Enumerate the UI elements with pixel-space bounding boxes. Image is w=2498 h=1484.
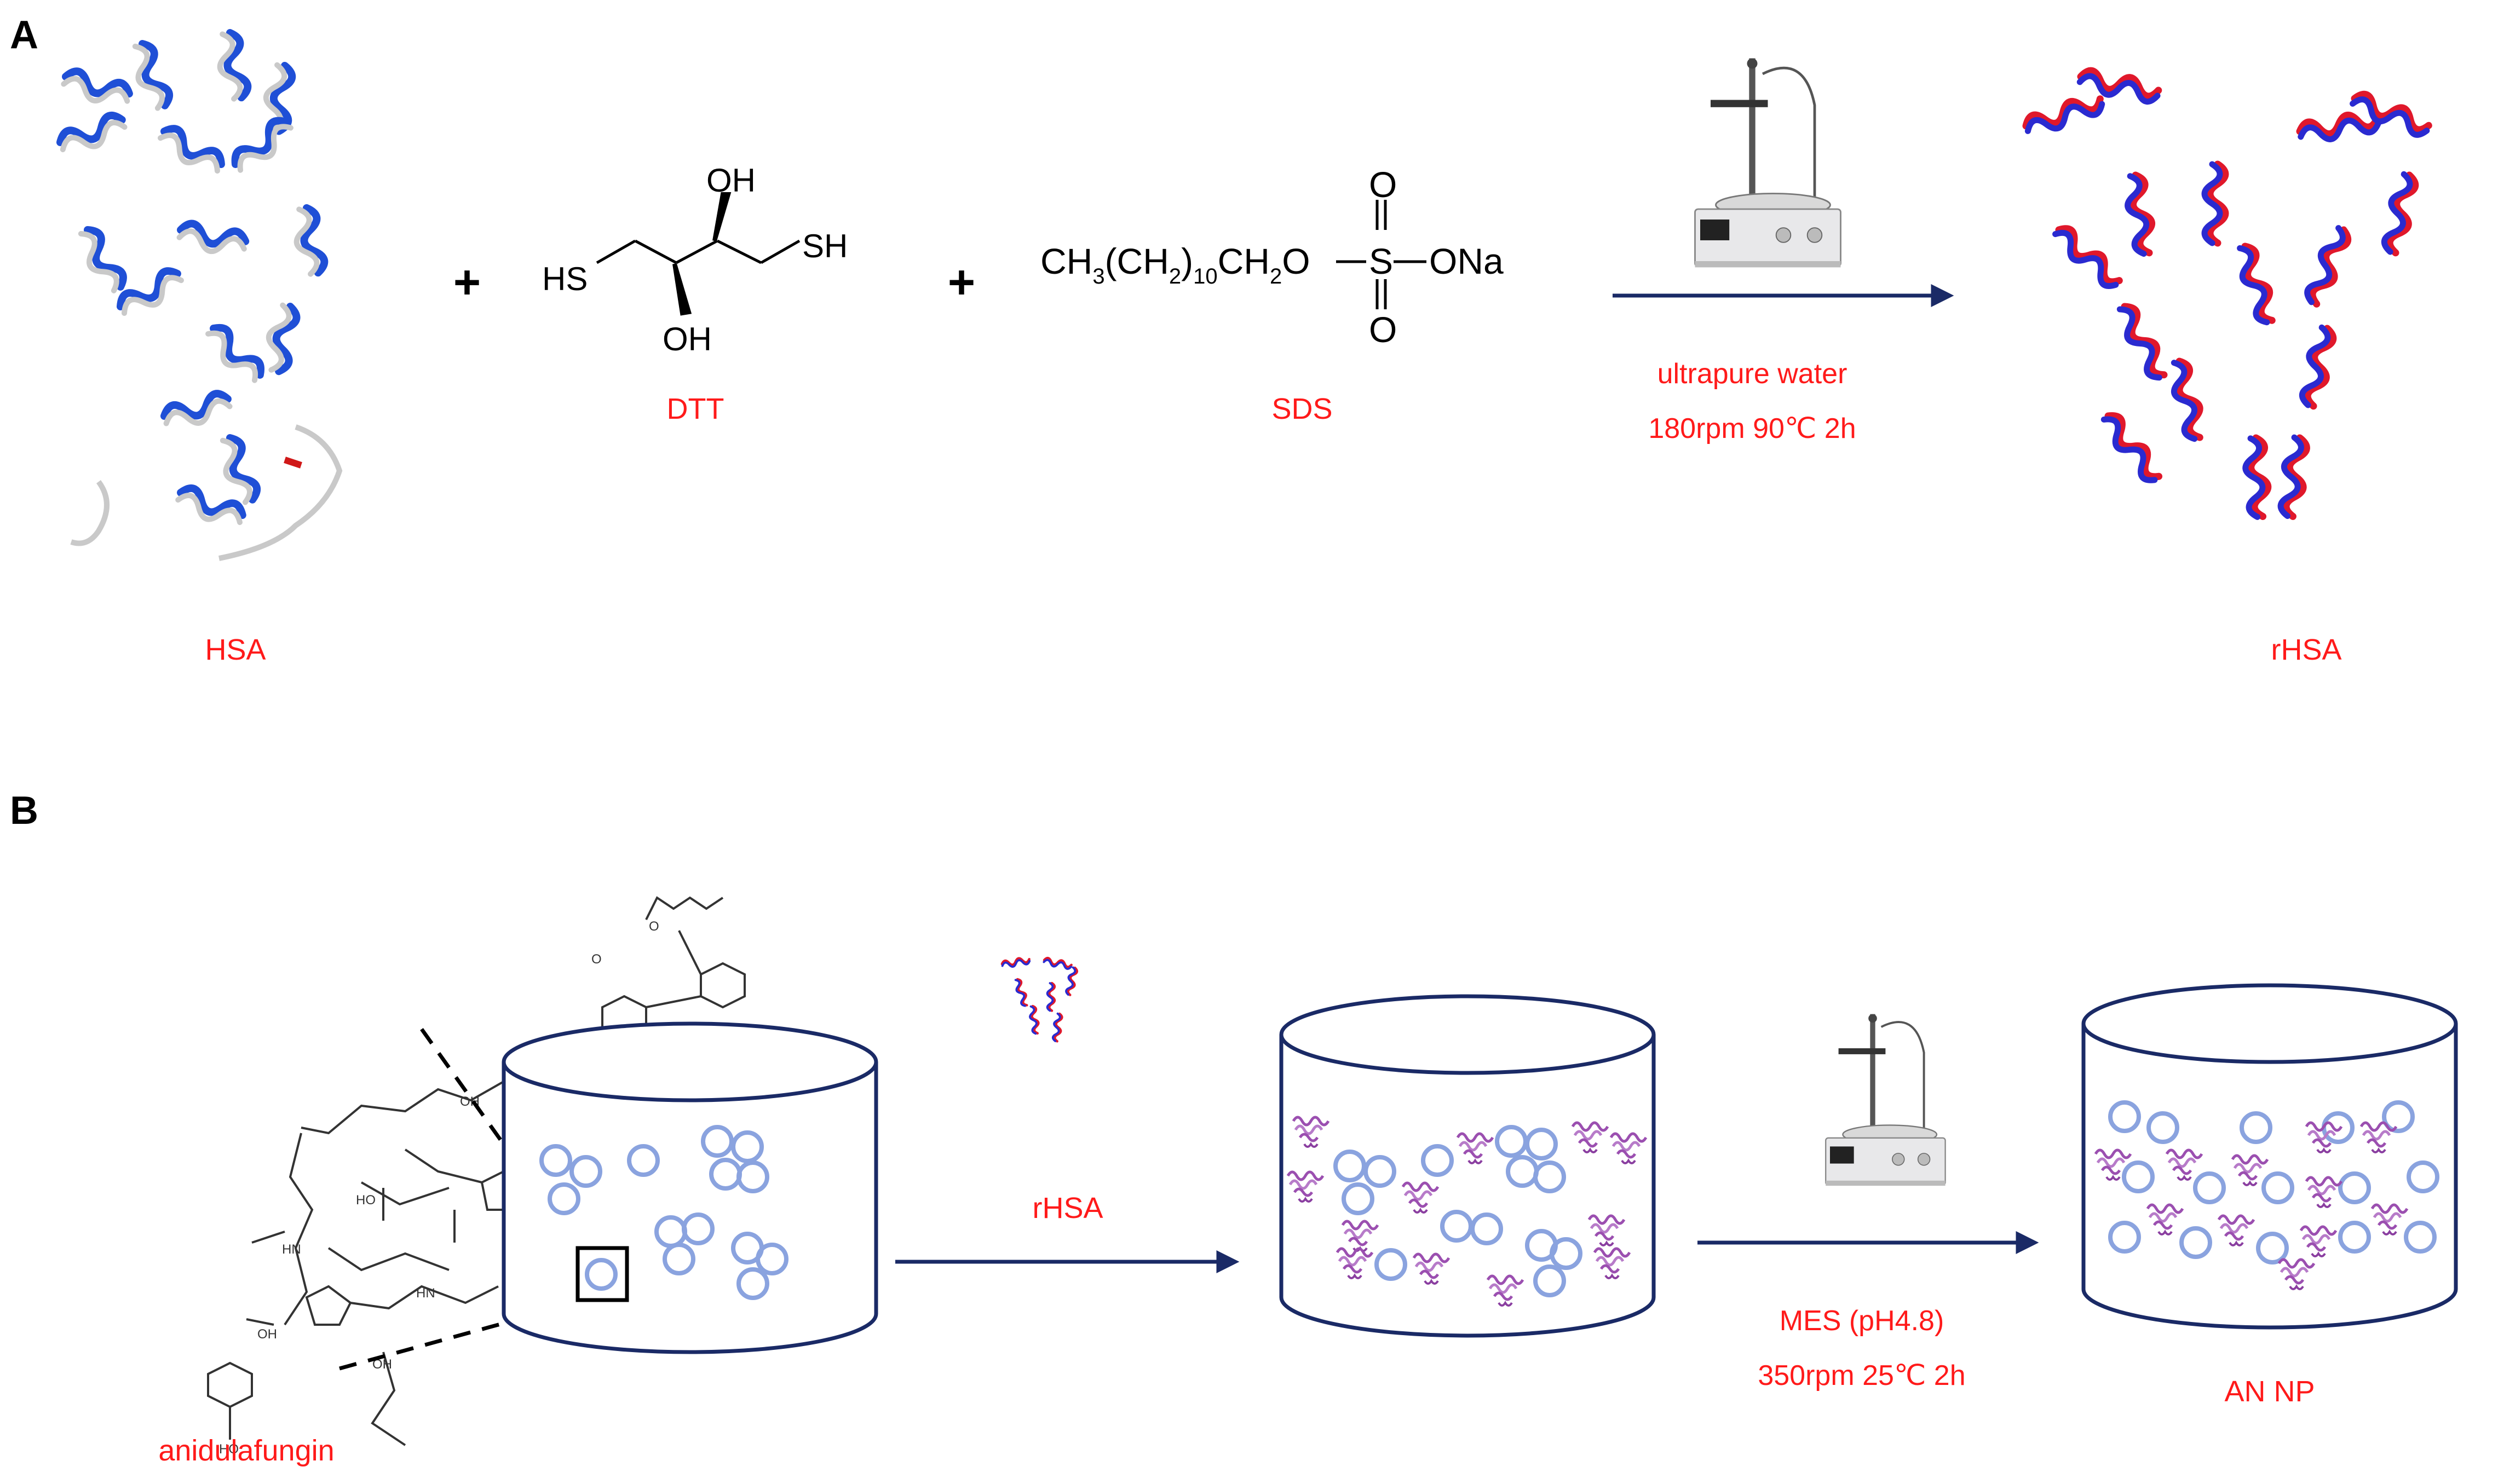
conditions-a-label: 180rpm 90℃ 2h [1648, 413, 1856, 444]
zoom-line-bottom [339, 1301, 578, 1371]
dtt-oh-top: OH [706, 162, 756, 199]
dtt-oh-bottom: OH [663, 321, 712, 357]
anidulafungin-label: anidulafungin [158, 1434, 334, 1467]
sds-ona: ONa [1429, 241, 1504, 281]
panel-a-letter: A [10, 13, 38, 57]
vessel-2 [1279, 994, 1656, 1338]
hsa-label: HSA [205, 633, 266, 666]
rhsa-carrier-label: rHSA [1032, 1192, 1103, 1225]
svg-text:CH3(CH2)10CH2O: CH3(CH2)10CH2O [1040, 241, 1310, 288]
sds-label: SDS [1271, 392, 1332, 425]
rhsa-protein-icon [2023, 69, 2431, 517]
panel-b-letter: B [10, 789, 38, 833]
svg-text:O: O [591, 952, 602, 967]
svg-text:HN: HN [282, 1242, 301, 1257]
sds-o-bottom: O [1369, 309, 1397, 350]
svg-text:OH: OH [257, 1327, 277, 1342]
sds-sulfur: S [1369, 241, 1393, 281]
dtt-sh-right: SH [802, 228, 848, 264]
magnetic-stirrer-icon-b [1824, 1013, 1947, 1187]
buffer-label: MES (pH4.8) [1780, 1305, 1944, 1337]
rhsa-product-label: rHSA [2271, 633, 2341, 666]
dtt-label: DTT [667, 392, 724, 425]
plus-sign-1: + [453, 256, 481, 309]
sds-structure: CH3(CH2)10CH2O S ONa O O [1040, 164, 1504, 350]
svg-text:HN: HN [416, 1286, 435, 1301]
dtt-hs-left: HS [542, 261, 588, 297]
magnifier-box-icon [575, 1246, 629, 1302]
dtt-structure: OH SH HS OH [542, 162, 848, 357]
svg-text:HO: HO [356, 1193, 376, 1208]
svg-text:HO: HO [219, 1442, 239, 1457]
an-np-label: AN NP [2224, 1375, 2315, 1408]
svg-text:O: O [649, 919, 659, 934]
vessel-3 [2081, 983, 2458, 1330]
rhsa-small-icon [1001, 956, 1078, 1041]
hsa-protein-icon [57, 31, 343, 561]
vessel-1 [502, 1021, 878, 1354]
conditions-b-label: 350rpm 25℃ 2h [1758, 1360, 1965, 1391]
plus-sign-2: + [948, 256, 975, 309]
solvent-label: ultrapure water [1657, 358, 1847, 390]
sds-o-top: O [1369, 164, 1397, 205]
magnetic-stirrer-icon [1695, 58, 1841, 267]
